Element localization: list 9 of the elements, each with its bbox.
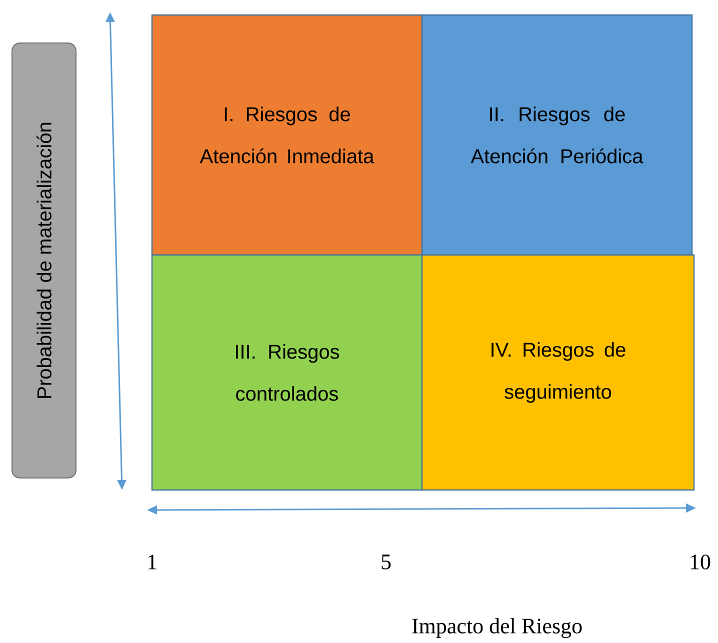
quadrant-box: II. Riesgos de Atención Periódica [421,14,693,256]
tick-label: 5 [382,554,391,570]
quadrant-box: III. Riesgos controlados [151,254,423,491]
quadrant-box: IV. Riesgos de seguimiento [421,254,695,491]
tick-label: 10 [690,554,710,570]
axis-title: Impacto del Riesgo [412,618,582,638]
axis-label-box: Probabilidad de materialización [12,42,76,478]
tick-label: 1 [148,554,156,570]
quadrant-box: I. Riesgos de Atención Inmediata [151,14,423,256]
